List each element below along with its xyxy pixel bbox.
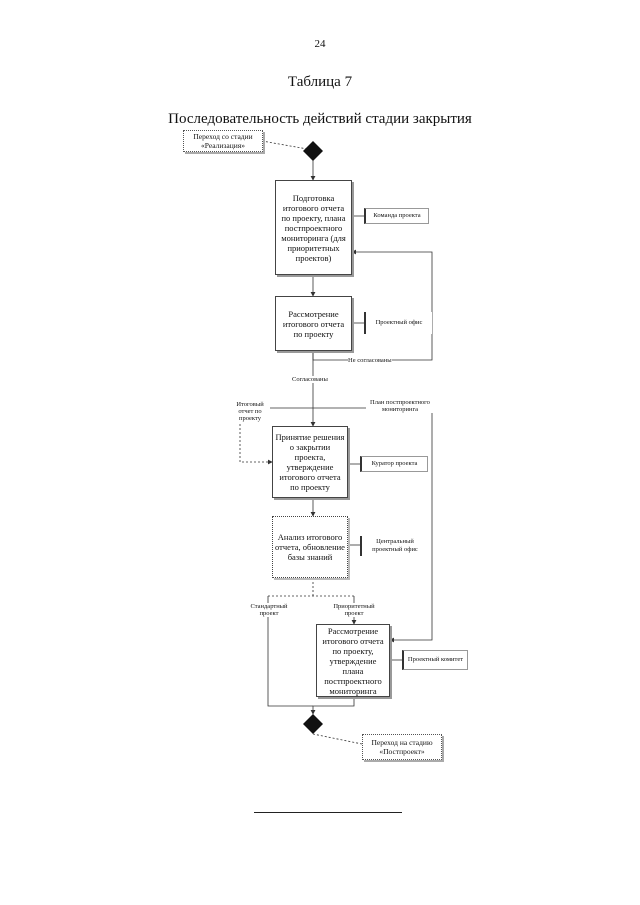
- transition-from-note: Переход со стадии «Реализация»: [183, 130, 263, 152]
- footnote-rule: [254, 812, 402, 813]
- step-prepare-report: Подготовка итогового отчета по проекту, …: [275, 180, 352, 275]
- step-analysis: Анализ итогового отчета, обновление базы…: [272, 516, 348, 578]
- label-standard-project: Стандартный проект: [246, 603, 292, 617]
- role-project-office: Проектный офис: [364, 312, 432, 334]
- start-link: [261, 140, 314, 151]
- label-priority-project: Приоритетный проект: [328, 603, 380, 617]
- role-project-committee: Проектный комитет: [402, 650, 468, 670]
- role-central-office: Центральный проектный офис: [360, 536, 428, 556]
- page-title: Последовательность действий стадии закры…: [168, 111, 472, 127]
- table-label: Таблица 7: [287, 74, 353, 90]
- label-not-agreed: Не согласованы: [348, 357, 392, 364]
- label-agreed: Согласованы: [292, 376, 328, 383]
- end-link: [312, 733, 363, 745]
- role-project-curator: Куратор проекта: [360, 456, 428, 472]
- step-review-report: Рассмотрение итогового отчета по проекту: [275, 296, 352, 351]
- role-project-team: Команда проекта: [364, 208, 429, 224]
- label-monitoring-plan: План постпроектного мониторинга: [366, 399, 434, 413]
- step-committee-review: Рассмотрение итогового отчета по проекту…: [316, 624, 390, 697]
- edge-monitoring-plan: [389, 408, 433, 643]
- edge-step5-end: [310, 697, 355, 715]
- edge-standard: [267, 596, 313, 707]
- start-diamond: [303, 141, 323, 161]
- transition-to-note: Переход на стадию «Постпроект»: [362, 734, 442, 760]
- end-diamond: [303, 714, 323, 734]
- label-final-report: Итоговый отчет по проекту: [230, 401, 270, 422]
- step-closure-decision: Принятие решения о закрытии проекта, утв…: [272, 426, 348, 498]
- edge-final-report: [239, 408, 273, 465]
- page-number: 24: [314, 38, 326, 50]
